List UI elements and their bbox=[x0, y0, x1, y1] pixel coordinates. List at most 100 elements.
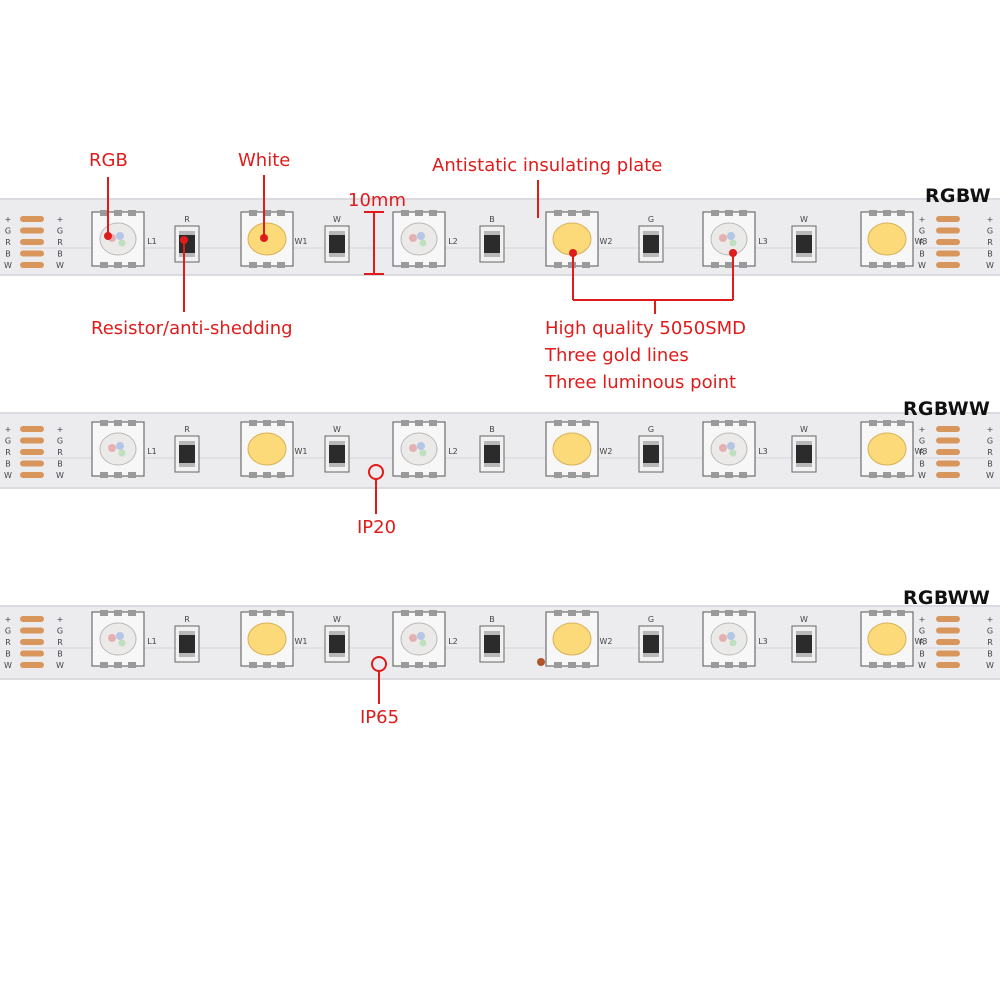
pad-label: + bbox=[57, 215, 64, 224]
led-tab bbox=[263, 210, 271, 216]
led-tab bbox=[249, 420, 257, 426]
led-tab bbox=[114, 610, 122, 616]
chip-label: L1 bbox=[147, 637, 157, 646]
resistor-label: R bbox=[184, 425, 190, 434]
resistor-cap bbox=[179, 253, 195, 257]
callout-smd-line-1: High quality 5050SMD bbox=[545, 318, 747, 339]
pad-label: R bbox=[5, 238, 11, 247]
pad-label: + bbox=[5, 425, 12, 434]
resistor-label: W bbox=[800, 615, 808, 624]
led-tab bbox=[128, 472, 136, 478]
pad-label: W bbox=[986, 661, 994, 670]
led-tab bbox=[582, 210, 590, 216]
resistor-body bbox=[796, 441, 812, 467]
pad-label: W bbox=[918, 261, 926, 270]
led-tab bbox=[739, 472, 747, 478]
copper-pad-right bbox=[936, 239, 960, 245]
white-led-phosphor bbox=[867, 432, 907, 466]
led-tab bbox=[100, 610, 108, 616]
rgb-die-green bbox=[419, 239, 427, 247]
resistor-body bbox=[643, 231, 659, 257]
pad-label: + bbox=[5, 215, 12, 224]
copper-pad-right bbox=[936, 639, 960, 645]
copper-pad-left bbox=[20, 639, 44, 645]
led-tab bbox=[711, 662, 719, 668]
pad-label: R bbox=[987, 238, 993, 247]
white-led-phosphor bbox=[552, 622, 592, 656]
resistor-body bbox=[484, 631, 500, 657]
resistor-label: W bbox=[800, 425, 808, 434]
resistor-cap bbox=[329, 441, 345, 445]
led-tab bbox=[415, 420, 423, 426]
resistor-cap bbox=[643, 441, 659, 445]
chip-label: L2 bbox=[448, 237, 458, 246]
led-tab bbox=[277, 610, 285, 616]
pad-label: G bbox=[5, 627, 11, 636]
copper-pad-left bbox=[20, 627, 44, 634]
pad-label: B bbox=[919, 250, 925, 259]
copper-pad-left bbox=[20, 262, 44, 268]
led-tab bbox=[739, 420, 747, 426]
resistor-body bbox=[329, 631, 345, 657]
resistor-body bbox=[329, 231, 345, 257]
led-tab bbox=[429, 420, 437, 426]
resistor-label: R bbox=[184, 615, 190, 624]
resistor-cap bbox=[484, 253, 500, 257]
led-tab bbox=[568, 420, 576, 426]
led-tab bbox=[739, 262, 747, 268]
rgb-die-green bbox=[729, 639, 737, 647]
resistor-label: G bbox=[648, 615, 654, 624]
led-tab bbox=[100, 262, 108, 268]
pad-label: W bbox=[4, 471, 12, 480]
pad-label: G bbox=[5, 437, 11, 446]
led-tab bbox=[554, 610, 562, 616]
rgb-die-blue bbox=[417, 232, 425, 240]
white-led-phosphor bbox=[247, 432, 287, 466]
resistor-label: B bbox=[489, 615, 495, 624]
led-tab bbox=[429, 610, 437, 616]
resistor-cap bbox=[329, 253, 345, 257]
led-tab bbox=[100, 472, 108, 478]
led-tab bbox=[249, 610, 257, 616]
copper-pad-left bbox=[20, 460, 44, 467]
pad-label: R bbox=[987, 638, 993, 647]
led-tab bbox=[128, 610, 136, 616]
led-tab bbox=[582, 262, 590, 268]
led-tab bbox=[582, 662, 590, 668]
chip-label: W2 bbox=[600, 447, 613, 456]
resistor-cap bbox=[643, 253, 659, 257]
resistor-label: G bbox=[648, 215, 654, 224]
led-tab bbox=[739, 610, 747, 616]
pad-label: B bbox=[57, 460, 63, 469]
resistor-body bbox=[643, 441, 659, 467]
rgb-die-red bbox=[719, 634, 727, 642]
led-tab bbox=[568, 662, 576, 668]
callout-smd-line-3: Three luminous point bbox=[545, 372, 737, 393]
waterproof-label-ip20: IP20 bbox=[357, 517, 397, 538]
pad-label: + bbox=[987, 215, 994, 224]
led-tab bbox=[554, 662, 562, 668]
led-tab bbox=[263, 420, 271, 426]
copper-pad-right bbox=[936, 262, 960, 268]
pad-label: G bbox=[987, 227, 993, 236]
led-tab bbox=[869, 472, 877, 478]
led-tab bbox=[429, 262, 437, 268]
resistor-cap bbox=[179, 631, 195, 635]
waterproof-label-ip65: IP65 bbox=[360, 707, 400, 728]
copper-pad-left bbox=[20, 239, 44, 245]
pad-label: G bbox=[919, 437, 925, 446]
pad-label: W bbox=[918, 661, 926, 670]
pad-label: R bbox=[57, 238, 63, 247]
resistor-cap bbox=[796, 631, 812, 635]
led-tab bbox=[897, 262, 905, 268]
pad-label: W bbox=[918, 471, 926, 480]
led-tab bbox=[429, 472, 437, 478]
callout-rgb: RGB bbox=[89, 150, 128, 171]
led-tab bbox=[568, 610, 576, 616]
copper-pad-left bbox=[20, 216, 44, 222]
pad-label: + bbox=[57, 615, 64, 624]
rgb-die-green bbox=[118, 239, 126, 247]
led-tab bbox=[249, 210, 257, 216]
chip-label: L2 bbox=[448, 447, 458, 456]
led-tab bbox=[725, 420, 733, 426]
